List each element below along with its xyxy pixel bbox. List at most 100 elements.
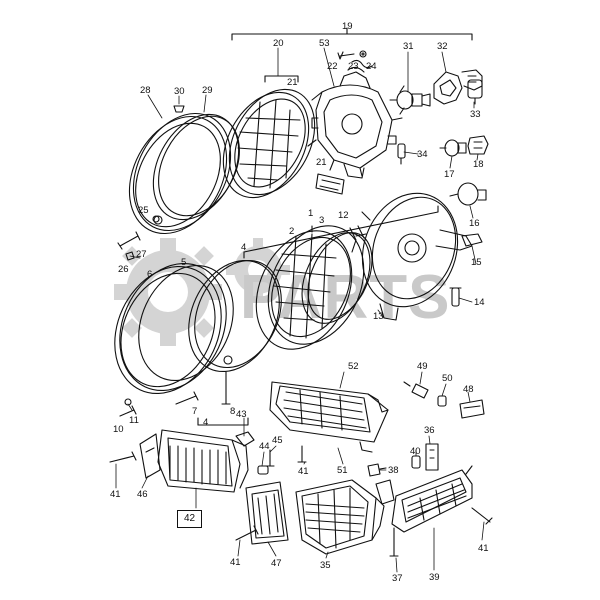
bulb-49	[403, 381, 429, 399]
turn-signal-52	[269, 381, 389, 453]
spring-clip	[375, 479, 395, 505]
callout-44: 44	[259, 441, 270, 452]
connector-15	[461, 233, 483, 247]
connector-21	[315, 173, 345, 195]
callout-11: 11	[129, 415, 139, 426]
callout-36: 36	[424, 425, 435, 436]
screw-30	[173, 105, 185, 113]
callout-48: 48	[463, 384, 474, 395]
callout-18: 18	[473, 159, 484, 170]
holder-18	[467, 135, 489, 155]
screw-27	[117, 231, 141, 250]
callout-38: 38	[388, 465, 399, 476]
callout-49: 49	[417, 361, 428, 372]
callout-7: 7	[192, 406, 198, 417]
callout-1: 1	[308, 208, 314, 219]
side-lens-39	[391, 465, 473, 533]
callout-34: 34	[417, 149, 428, 160]
bulb-38	[367, 463, 387, 477]
callout-4-lower: 4	[203, 417, 209, 428]
screw-41b	[297, 445, 307, 463]
holder-43	[235, 431, 255, 447]
callout-32: 32	[437, 41, 448, 52]
seal-ring-6	[138, 264, 234, 382]
callout-52: 52	[348, 361, 359, 372]
callout-16: 16	[469, 218, 480, 229]
callout-21-lower: 21	[316, 157, 327, 168]
screw-37	[389, 527, 399, 557]
lens-unit-2	[255, 225, 365, 350]
screw-41a	[109, 451, 137, 463]
screw-41d	[471, 507, 493, 525]
callout-29: 29	[202, 85, 213, 96]
callout-47: 47	[271, 558, 282, 569]
callout-21-upper: 21	[287, 77, 298, 88]
bulb-40	[411, 455, 421, 469]
side-marker-47	[245, 481, 289, 545]
screw-22	[337, 51, 355, 60]
lens-48	[459, 399, 485, 419]
callout-51: 51	[337, 465, 348, 476]
callout-15: 15	[471, 257, 482, 268]
callout-19: 19	[342, 21, 353, 32]
callout-13: 13	[373, 311, 384, 322]
callout-41-center: 41	[298, 466, 309, 477]
callout-6: 6	[147, 269, 153, 280]
callout-8: 8	[230, 406, 236, 417]
bulb-16	[449, 182, 487, 206]
bulb-31	[389, 85, 431, 115]
holder-36	[425, 443, 439, 471]
housing-13	[355, 192, 473, 321]
callout-42-boxed: 42	[177, 510, 203, 528]
callout-12: 12	[338, 210, 349, 221]
callout-26: 26	[118, 264, 129, 275]
nut-26	[125, 251, 135, 261]
callout-27: 27	[136, 249, 147, 260]
callout-33: 33	[470, 109, 481, 120]
callout-39: 39	[429, 572, 440, 583]
fog-lamp-42	[157, 429, 249, 493]
callout-43: 43	[236, 409, 247, 420]
ring-4	[188, 259, 282, 373]
callout-23: 23	[348, 61, 359, 72]
screw-25	[152, 215, 160, 223]
turn-signal-35	[295, 479, 385, 555]
headlamp-insert-20	[222, 88, 316, 199]
callout-41-right: 41	[478, 543, 489, 554]
callout-24: 24	[366, 61, 377, 72]
housing-53	[307, 71, 403, 179]
callout-4-upper: 4	[241, 242, 247, 253]
spring-24	[347, 59, 373, 73]
bulb-34	[397, 143, 406, 165]
screw-7	[175, 391, 199, 405]
callout-46: 46	[137, 489, 148, 500]
reflector-3	[301, 232, 373, 324]
callout-41-bottom: 41	[230, 557, 241, 568]
bracket-46	[139, 433, 161, 479]
callout-31: 31	[403, 41, 414, 52]
callout-10: 10	[113, 424, 124, 435]
callout-45: 45	[272, 435, 283, 446]
callout-35: 35	[320, 560, 331, 571]
callout-25: 25	[138, 205, 149, 216]
trim-ring-28	[128, 112, 232, 235]
callout-50: 50	[442, 373, 453, 384]
bulb-17	[439, 139, 467, 157]
screw-14	[449, 287, 462, 307]
callout-14: 14	[474, 297, 485, 308]
callout-3: 3	[319, 215, 325, 226]
callout-5: 5	[181, 257, 187, 268]
callout-17: 17	[444, 169, 455, 180]
wire-12	[349, 225, 365, 253]
cap-33	[467, 79, 483, 105]
callout-2: 2	[289, 226, 295, 237]
callout-20: 20	[273, 38, 284, 49]
screw-45	[265, 449, 275, 467]
washer-23	[359, 50, 367, 58]
callout-40: 40	[410, 446, 421, 457]
screw-10	[119, 405, 137, 417]
callout-37: 37	[392, 573, 403, 584]
trim-ring-5	[114, 263, 227, 394]
